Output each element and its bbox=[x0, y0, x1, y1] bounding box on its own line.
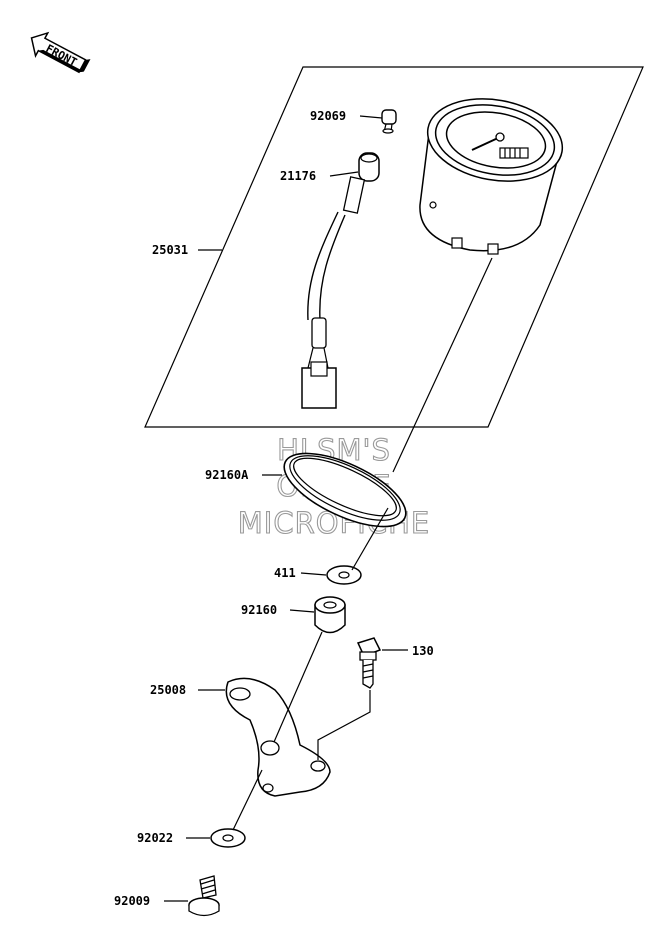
washer-411 bbox=[326, 565, 362, 585]
gasket-92160A bbox=[283, 452, 407, 528]
screw-92009 bbox=[188, 875, 220, 917]
front-arrow-icon: FRONT bbox=[30, 31, 91, 74]
label-92069: 92069 bbox=[310, 109, 346, 123]
front-label: FRONT bbox=[44, 42, 80, 69]
part-labels: 92069 21176 25031 92160A 411 92160 130 2… bbox=[114, 109, 434, 908]
label-92022: 92022 bbox=[137, 831, 173, 845]
leader-lines bbox=[164, 115, 408, 902]
assembly-boundary bbox=[144, 66, 644, 428]
label-130: 130 bbox=[412, 644, 434, 658]
bulb-92069 bbox=[381, 109, 397, 134]
bolt-130 bbox=[356, 637, 382, 689]
washer-92022 bbox=[210, 828, 246, 848]
label-92160A: 92160A bbox=[205, 468, 249, 482]
label-92160: 92160 bbox=[241, 603, 277, 617]
alignment-lines bbox=[232, 257, 493, 831]
label-411: 411 bbox=[274, 566, 296, 580]
socket-cable-21176 bbox=[301, 152, 380, 409]
bracket-25008 bbox=[225, 677, 331, 797]
label-25031: 25031 bbox=[152, 243, 188, 257]
label-92009: 92009 bbox=[114, 894, 150, 908]
grommet-92160 bbox=[314, 596, 346, 634]
speedometer-meter bbox=[419, 98, 564, 255]
label-21176: 21176 bbox=[280, 169, 316, 183]
label-25008: 25008 bbox=[150, 683, 186, 697]
